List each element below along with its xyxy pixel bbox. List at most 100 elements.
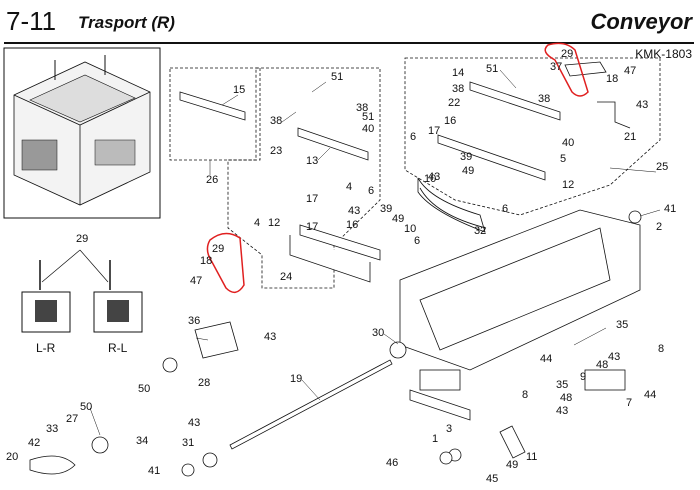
callout-label: 46: [386, 457, 398, 469]
callout-label: 17: [306, 221, 318, 233]
callouts: 15 26 51 38 13 23 38 51 40 4 6 16 43 17 …: [6, 48, 676, 485]
callout-label: 20: [6, 451, 18, 463]
callout-label: 10: [404, 223, 416, 235]
variant-figures: L-R R-L: [21, 249, 143, 355]
callout-label: 26: [206, 174, 218, 186]
callout-label: 38: [452, 83, 464, 95]
callout-label: 31: [182, 437, 194, 449]
callout-label: 44: [540, 353, 552, 365]
callout-label: 7: [626, 397, 632, 409]
callout-label: 10: [424, 173, 436, 185]
callout-label: 29: [76, 233, 88, 245]
callout-label: 22: [448, 97, 460, 109]
callout-label: 43: [428, 171, 440, 183]
callout-label: 49: [506, 459, 518, 471]
callout-label: 47: [624, 65, 636, 77]
callout-label: 16: [444, 115, 456, 127]
callout-label: 34: [136, 435, 148, 447]
callout-label: 4: [346, 181, 352, 193]
callout-label: 38: [356, 102, 368, 114]
highlight-marks: [206, 42, 589, 294]
callout-label: 12: [562, 179, 574, 191]
callout-label: 49: [462, 165, 474, 177]
callout-label: 15: [233, 84, 245, 96]
callout-label: 6: [410, 131, 416, 143]
callout-label: 50: [138, 383, 150, 395]
callout-label: 51: [486, 63, 498, 75]
callout-label: 25: [656, 161, 668, 173]
section-title: Conveyor: [590, 9, 692, 34]
callout-label: 3: [446, 423, 452, 435]
callout-label: 50: [80, 401, 92, 413]
callout-label: 39: [380, 203, 392, 215]
page-title: Trasport (R): [78, 13, 175, 32]
parts: [29, 61, 642, 477]
subassembly-boxes: [169, 57, 661, 289]
callout-label: 29: [561, 48, 573, 60]
leader-lines: [89, 69, 661, 436]
machine-thumbnail: [3, 47, 161, 219]
callout-label: 8: [658, 343, 664, 355]
callout-label: 48: [560, 392, 572, 404]
callout-label: 9: [580, 371, 586, 383]
callout-label: 8: [522, 389, 528, 401]
callout-label: 24: [280, 271, 292, 283]
header-rule: [4, 42, 694, 44]
callout-label: 43: [264, 331, 276, 343]
callout-label: 40: [562, 137, 574, 149]
callout-label: 1: [432, 433, 438, 445]
callout-label: 30: [372, 327, 384, 339]
callout-label: 48: [596, 359, 608, 371]
page-number: 7-11: [6, 6, 57, 36]
callout-label: 43: [188, 417, 200, 429]
variant-label-right: R-L: [108, 341, 128, 355]
callout-label: 41: [664, 203, 676, 215]
callout-label: 40: [362, 123, 374, 135]
callout-label: 12: [268, 217, 280, 229]
callout-label: 51: [362, 111, 374, 123]
callout-label: 29: [212, 243, 224, 255]
callout-label: 6: [368, 185, 374, 197]
callout-label: 38: [270, 115, 282, 127]
callout-label: 47: [190, 275, 202, 287]
callout-label: 28: [198, 377, 210, 389]
callout-label: 13: [306, 155, 318, 167]
callout-label: 44: [644, 389, 656, 401]
callout-label: 35: [556, 379, 568, 391]
callout-label: 35: [616, 319, 628, 331]
callout-label: 17: [306, 193, 318, 205]
callout-label: 43: [556, 405, 568, 417]
callout-label: 32: [474, 225, 486, 237]
callout-label: 43: [348, 205, 360, 217]
callout-label: 2: [656, 221, 662, 233]
callout-label: 38: [538, 93, 550, 105]
callout-label: 23: [270, 145, 282, 157]
callout-label: 27: [66, 413, 78, 425]
callout-label: 41: [148, 465, 160, 477]
callout-label: 5: [560, 153, 566, 165]
variant-label-left: L-R: [36, 341, 56, 355]
callout-label: 39: [460, 151, 472, 163]
callout-label: 6: [414, 235, 420, 247]
callout-label: 45: [486, 473, 498, 485]
callout-label: 51: [331, 71, 343, 83]
callout-label: 43: [636, 99, 648, 111]
callout-label: 6: [502, 203, 508, 215]
callout-label: 49: [392, 213, 404, 225]
callout-label: 33: [46, 423, 58, 435]
callout-label: 19: [290, 373, 302, 385]
callout-label: 16: [346, 219, 358, 231]
callout-label: 4: [254, 217, 260, 229]
callout-label: 21: [624, 131, 636, 143]
callout-label: 14: [452, 67, 464, 79]
callout-label: 42: [28, 437, 40, 449]
callout-label: 18: [606, 73, 618, 85]
callout-label: 37: [550, 61, 562, 73]
callout-label: 11: [526, 451, 537, 463]
model-code: KMK-1803: [635, 47, 692, 61]
callout-label: 43: [608, 351, 620, 363]
callout-label: 17: [428, 125, 440, 137]
callout-label: 18: [200, 255, 212, 267]
callout-label: 36: [188, 315, 200, 327]
